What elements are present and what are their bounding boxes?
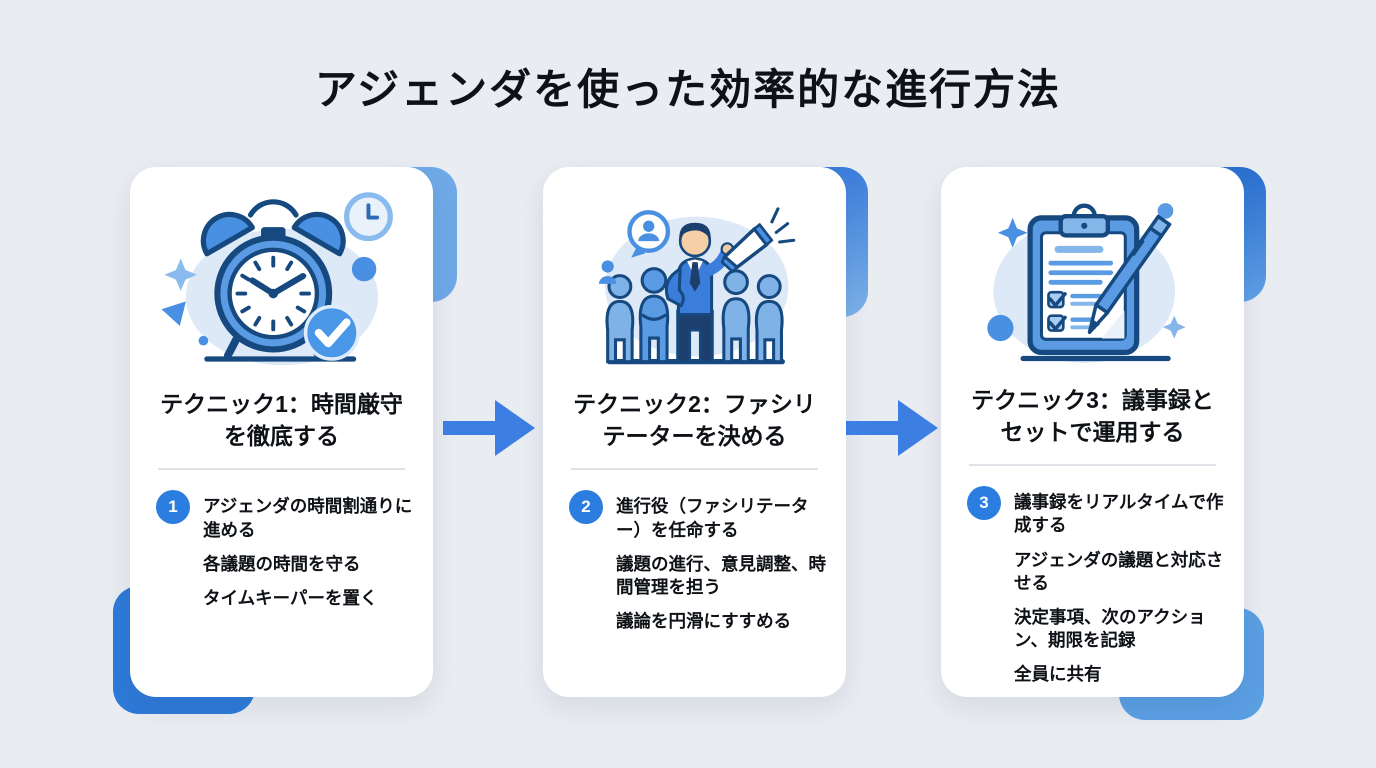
card3-divider <box>969 464 1216 467</box>
card2-number-badge: 2 <box>569 490 603 525</box>
card1-items: 1 アジェンダの時間割通りに進める 各議題の時間を守る タイムキーパーを置く <box>130 470 433 620</box>
card2: テクニック2：ファシリテーターを決める 2 進行役（ファシリテーター）を任命する… <box>543 167 846 697</box>
clipboard-checklist-icon <box>986 202 1186 363</box>
list-item: 各議題の時間を守る <box>203 553 361 574</box>
list-item: アジェンダの議題と対応させる <box>1014 549 1224 593</box>
card2-title: テクニック2：ファシリテーターを決める <box>573 391 816 449</box>
list-item: 議題の進行、意見調整、時間管理を担う <box>616 553 826 597</box>
card1-title: テクニック1：時間厳守を徹底する <box>160 391 403 449</box>
list-item: 3 議事録をリアルタイムで作成する <box>967 486 1224 537</box>
card1-number-badge: 1 <box>156 490 190 525</box>
list-item: 1 アジェンダの時間割通りに進める <box>156 490 413 541</box>
facilitator-illustration <box>543 167 846 383</box>
alarm-clock-icon <box>160 192 393 366</box>
page-title: アジェンダを使った効率的な進行方法 <box>314 66 1062 113</box>
list-item: タイムキーパーを置く <box>203 587 378 608</box>
clipboard-illustration <box>941 167 1244 379</box>
technique-card-1: テクニック1：時間厳守を徹底する 1 アジェンダの時間割通りに進める 各議題の時… <box>113 167 457 714</box>
card1: テクニック1：時間厳守を徹底する 1 アジェンダの時間割通りに進める 各議題の時… <box>130 167 433 697</box>
technique-card-2: テクニック2：ファシリテーターを決める 2 進行役（ファシリテーター）を任命する… <box>543 167 868 697</box>
list-item: 全員に共有 <box>1014 663 1102 684</box>
arrow-right-icon <box>846 400 938 456</box>
card3: テクニック3：議事録とセットで運用する 3 議事録をリアルタイムで作成する アジ… <box>941 167 1244 697</box>
list-item: 決定事項、次のアクション、期限を記録 <box>1014 606 1206 650</box>
card3-title: テクニック3：議事録とセットで運用する <box>971 386 1214 445</box>
list-item: 議論を円滑にすすめる <box>616 610 792 631</box>
technique-card-3: テクニック3：議事録とセットで運用する 3 議事録をリアルタイムで作成する アジ… <box>941 167 1266 720</box>
list-item: 2 進行役（ファシリテーター）を任命する <box>569 490 826 541</box>
card1-divider <box>158 468 405 471</box>
card3-items: 3 議事録をリアルタイムで作成する アジェンダの議題と対応させる 決定事項、次の… <box>941 466 1244 697</box>
alarm-clock-illustration <box>130 167 433 383</box>
facilitator-megaphone-icon <box>598 207 795 365</box>
card3-number-badge: 3 <box>967 486 1001 521</box>
card2-divider <box>571 468 818 471</box>
arrow-right-icon <box>443 400 535 456</box>
card2-items: 2 進行役（ファシリテーター）を任命する 議題の進行、意見調整、時間管理を担う … <box>543 470 846 643</box>
